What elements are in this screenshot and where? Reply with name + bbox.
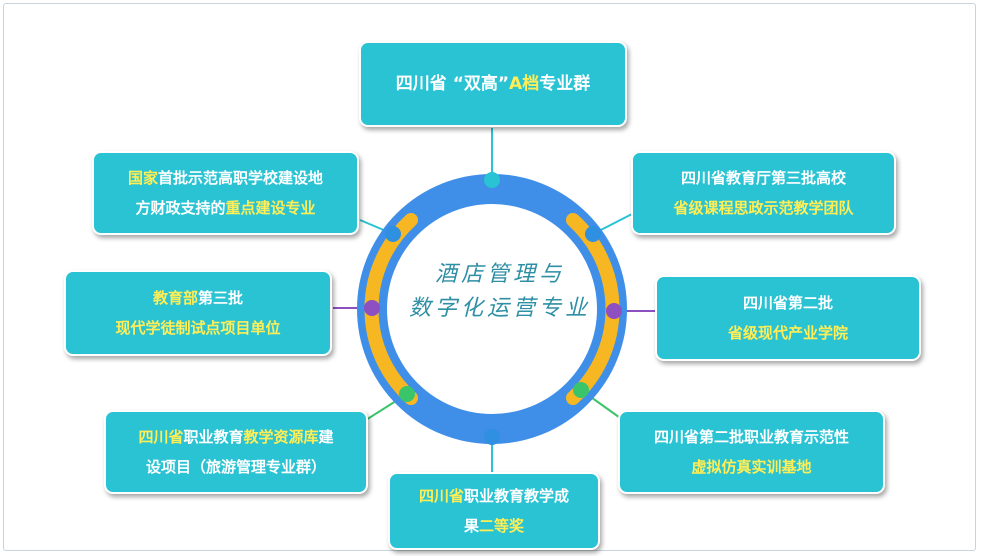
text-segment: 第三批: [197, 289, 243, 307]
node-top-right-line2: 省级课程思政示范教学团队: [673, 193, 853, 223]
dot-bottom: [484, 429, 500, 445]
text-segment: 设项目（旅游管理专业群）: [145, 458, 326, 476]
node-top-left-line2: 方财政支持的重点建设专业: [128, 193, 323, 223]
text-segment: 职业教育: [183, 428, 244, 446]
node-right-line2: 省级现代产业学院: [728, 318, 848, 348]
node-bottom: 四川省职业教育教学成 果二等奖: [388, 472, 600, 550]
text-segment: A档: [509, 74, 540, 94]
node-bottom-left-line1: 四川省职业教育教学资源库建: [138, 422, 333, 452]
node-bottom-right-line1: 四川省第二批职业教育示范性: [654, 422, 849, 452]
diagram-frame: [3, 3, 976, 551]
center-title-line1: 酒店管理与: [434, 262, 565, 287]
dot-top-right: [585, 226, 601, 242]
text-segment: 四川省 “双高”: [395, 74, 510, 94]
text-segment: 二等奖: [479, 517, 525, 535]
text-segment: 首批示范高职学校建设地: [158, 169, 324, 187]
text-segment: 四川省教育厅第三批高校: [680, 169, 846, 187]
text-segment: 四川省: [418, 487, 464, 505]
node-bottom-left-line2: 设项目（旅游管理专业群）: [138, 452, 333, 482]
node-bottom-right: 四川省第二批职业教育示范性 虚拟仿真实训基地: [618, 410, 885, 494]
node-top-left: 国家首批示范高职学校建设地 方财政支持的重点建设专业: [92, 151, 359, 235]
node-left-line2: 现代学徒制试点项目单位: [115, 313, 280, 343]
node-top-right-line1: 四川省教育厅第三批高校: [673, 163, 853, 193]
node-bottom-line1: 四川省职业教育教学成: [419, 481, 569, 511]
text-segment: 方财政支持的: [135, 199, 226, 217]
node-bottom-right-line2: 虚拟仿真实训基地: [654, 452, 849, 482]
text-segment: 职业教育教学成: [464, 487, 570, 505]
text-segment: 教育部: [152, 289, 198, 307]
node-right: 四川省第二批 省级现代产业学院: [655, 275, 921, 361]
text-segment: 现代学徒制试点项目单位: [115, 319, 281, 337]
node-left: 教育部第三批 现代学徒制试点项目单位: [64, 270, 332, 356]
text-segment: 教学资源库: [243, 428, 319, 446]
text-segment: 果: [463, 517, 479, 535]
text-segment: 国家: [127, 169, 158, 187]
node-bottom-line2: 果二等奖: [419, 511, 569, 541]
node-top-text: 四川省 “双高”A档专业群: [396, 69, 590, 99]
dot-right: [606, 303, 622, 319]
text-segment: 重点建设专业: [225, 199, 316, 217]
node-top-left-line1: 国家首批示范高职学校建设地: [128, 163, 323, 193]
inner-disc: [388, 205, 596, 413]
text-segment: 专业群: [539, 74, 591, 94]
text-segment: 虚拟仿真实训基地: [691, 458, 812, 476]
node-top: 四川省 “双高”A档专业群: [359, 41, 627, 127]
dot-left: [364, 300, 380, 316]
dot-bottom-left: [399, 386, 415, 402]
dot-top-left: [385, 226, 401, 242]
text-segment: 建: [318, 428, 334, 446]
dot-bottom-right: [573, 382, 589, 398]
text-segment: 四川省: [138, 428, 184, 446]
text-segment: 省级现代产业学院: [727, 324, 848, 342]
text-segment: 四川省第二批职业教育示范性: [653, 428, 849, 446]
node-right-line1: 四川省第二批: [728, 288, 848, 318]
center-title-line2: 数字化运营专业: [408, 296, 591, 321]
node-bottom-left: 四川省职业教育教学资源库建 设项目（旅游管理专业群）: [104, 410, 368, 494]
text-segment: 四川省第二批: [742, 294, 833, 312]
dot-top: [484, 172, 500, 188]
text-segment: 省级课程思政示范教学团队: [673, 199, 854, 217]
node-left-line1: 教育部第三批: [115, 283, 280, 313]
node-top-right: 四川省教育厅第三批高校 省级课程思政示范教学团队: [631, 151, 896, 235]
center-title: 酒店管理与 数字化运营专业: [395, 258, 605, 326]
